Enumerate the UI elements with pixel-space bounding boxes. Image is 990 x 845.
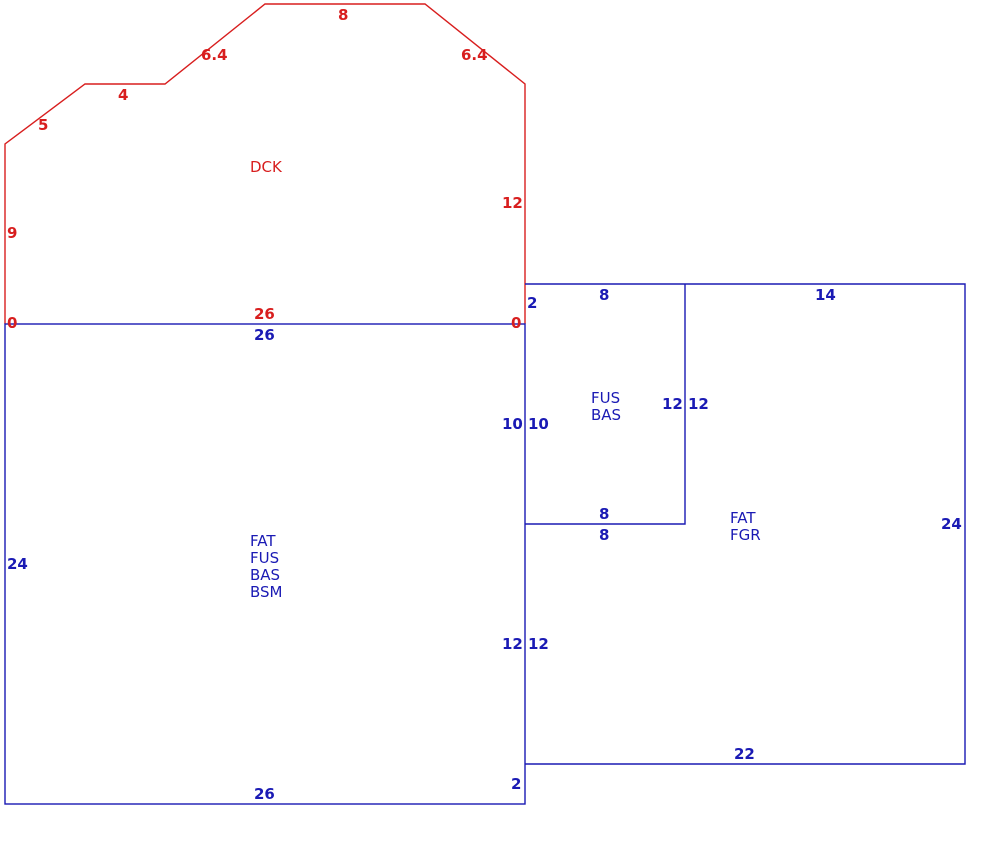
deck-edge-top: 8 — [338, 6, 348, 24]
garage-area-line-1: FAT — [730, 509, 756, 527]
garage-edge-top: 14 — [815, 286, 836, 304]
garage-edge-left-upper: 12 — [688, 395, 709, 413]
upper-edge-top: 8 — [599, 286, 609, 304]
main-edge-bottom: 26 — [254, 785, 275, 803]
deck-edge-bottom: 26 — [254, 305, 275, 323]
addition-outline — [525, 283, 966, 765]
main-area-line-2: FUS — [250, 549, 279, 567]
deck-corner-right: 0 — [511, 314, 521, 332]
add-edge-jog-bottom: 2 — [511, 775, 521, 793]
main-edge-top: 26 — [254, 326, 275, 344]
main-area-line-1: FAT — [250, 532, 276, 550]
upper-room-outline — [525, 284, 686, 525]
upper-edge-bottom: 8 — [599, 505, 609, 523]
deck-edge-diag-3: 6.4 — [461, 46, 488, 64]
main-house-outline — [4, 323, 526, 805]
deck-corner-left: 0 — [7, 314, 17, 332]
deck-edge-right: 12 — [502, 194, 523, 212]
upper-area-line-1: FUS — [591, 389, 620, 407]
main-edge-left: 24 — [7, 555, 28, 573]
main-area-line-4: BSM — [250, 583, 283, 601]
deck-area-label: DCK — [250, 158, 283, 176]
deck-outline — [4, 3, 526, 324]
deck-edge-left: 9 — [7, 224, 17, 242]
add-edge-jog-top: 2 — [527, 294, 537, 312]
main-edge-right-lower: 12 — [502, 635, 523, 653]
garage-edge-partition: 8 — [599, 526, 609, 544]
deck-edge-diag-2: 6.4 — [201, 46, 228, 64]
upper-edge-right-in: 12 — [662, 395, 683, 413]
upper-edge-left: 10 — [528, 415, 549, 433]
garage-edge-left-lower: 12 — [528, 635, 549, 653]
deck-edge-step: 4 — [118, 86, 128, 104]
main-edge-right-upper: 10 — [502, 415, 523, 433]
deck-edge-diag-1: 5 — [38, 116, 48, 134]
upper-area-line-2: BAS — [591, 406, 621, 424]
garage-edge-right: 24 — [941, 515, 962, 533]
garage-edge-bottom: 22 — [734, 745, 755, 763]
main-area-line-3: BAS — [250, 566, 280, 584]
garage-area-line-2: FGR — [730, 526, 761, 544]
